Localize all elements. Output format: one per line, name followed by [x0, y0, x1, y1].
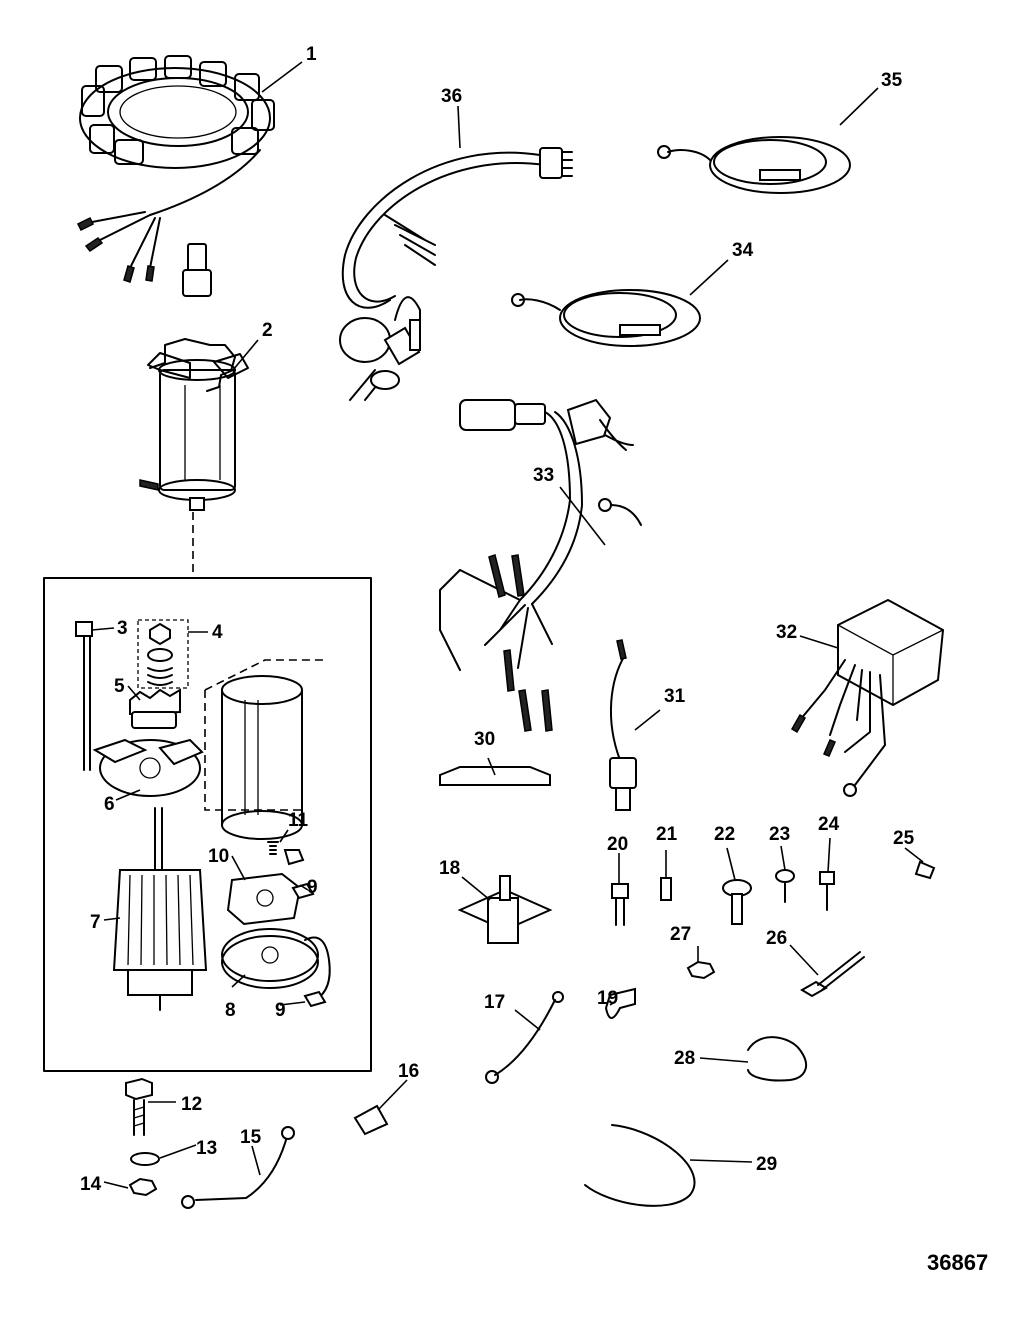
callout-28: 28 [674, 1048, 695, 1069]
callout-27: 27 [670, 924, 691, 945]
brush-screw-part [267, 841, 305, 866]
drive-gear-part [129, 688, 181, 729]
large-strap-part [584, 1124, 696, 1207]
callout-7: 7 [90, 912, 101, 933]
hex-bolt-part [611, 883, 629, 926]
ground-strap-part [485, 991, 564, 1084]
callout-3: 3 [117, 618, 128, 639]
leader-lines [91, 61, 924, 1189]
armature-part [112, 807, 208, 1011]
starter-motor-part [139, 243, 249, 511]
strap-part [747, 1036, 808, 1082]
callout-31: 31 [664, 686, 686, 707]
callout-9a: 9 [307, 877, 318, 898]
motor-housing-part [204, 659, 325, 840]
callout-13: 13 [196, 1138, 217, 1159]
callout-29: 29 [756, 1154, 777, 1175]
brush-part [291, 882, 331, 1008]
figure-number: 36867 [927, 1250, 988, 1275]
solenoid-part [457, 875, 553, 944]
callout-24: 24 [818, 814, 840, 835]
hex-nut-part [686, 960, 716, 980]
callout-15: 15 [240, 1127, 262, 1148]
bolt-part [125, 1077, 153, 1136]
end-frame-part [221, 928, 319, 989]
pinion-hardware-part [137, 619, 189, 689]
callout-5: 5 [114, 676, 125, 697]
callout-6: 6 [104, 794, 115, 815]
callout-21: 21 [656, 824, 678, 845]
nut-part [128, 1177, 158, 1197]
callout-2: 2 [262, 320, 273, 341]
callout-26: 26 [766, 928, 787, 949]
hex-screw-part [819, 871, 835, 911]
callout-32: 32 [776, 622, 797, 643]
pan-screw-part [775, 869, 795, 903]
callout-8: 8 [225, 1000, 236, 1021]
battery-cable-red-part [657, 136, 851, 194]
callout-10: 10 [208, 846, 229, 867]
switch-lead-part [609, 639, 637, 811]
callout-11: 11 [288, 810, 309, 831]
callout-16: 16 [398, 1061, 419, 1082]
callout-23: 23 [769, 824, 790, 845]
callout-4: 4 [212, 622, 223, 643]
callout-25: 25 [893, 828, 915, 849]
callout-17: 17 [484, 992, 505, 1013]
callout-9b: 9 [275, 1000, 286, 1021]
callout-33: 33 [533, 465, 554, 486]
callout-19: 19 [597, 988, 618, 1009]
voltage-regulator-part [790, 598, 945, 797]
flange-screw-part [722, 879, 752, 925]
long-bolt-part [800, 951, 865, 998]
pin-part [660, 877, 672, 901]
callout-30: 30 [474, 729, 495, 750]
callout-34: 34 [732, 240, 754, 261]
callout-36: 36 [441, 86, 462, 107]
mounting-bracket-part [439, 766, 551, 786]
callout-18: 18 [439, 858, 460, 879]
stator-part [76, 55, 275, 283]
through-bolt-part [75, 621, 93, 771]
ground-cable-part [181, 1126, 295, 1209]
starter-kit-box [43, 577, 372, 1072]
lock-washer-part [130, 1152, 160, 1166]
engine-harness-part [439, 398, 642, 732]
key-switch-harness-part [339, 147, 573, 401]
callout-numbers: 1 2 3 4 5 6 7 8 9 9 10 11 12 13 14 15 16… [80, 44, 915, 1195]
callout-20: 20 [607, 834, 628, 855]
callout-1: 1 [306, 44, 317, 65]
brush-plate-part [226, 872, 302, 926]
callout-22: 22 [714, 824, 735, 845]
callout-35: 35 [881, 70, 903, 91]
callout-14: 14 [80, 1174, 102, 1195]
cable-clamp-part [604, 987, 636, 1019]
battery-cable-black-part [511, 289, 701, 347]
tag-part [914, 860, 936, 880]
terminal-boot-part [353, 1104, 389, 1136]
callout-12: 12 [181, 1094, 202, 1115]
end-cap-part [92, 738, 204, 797]
